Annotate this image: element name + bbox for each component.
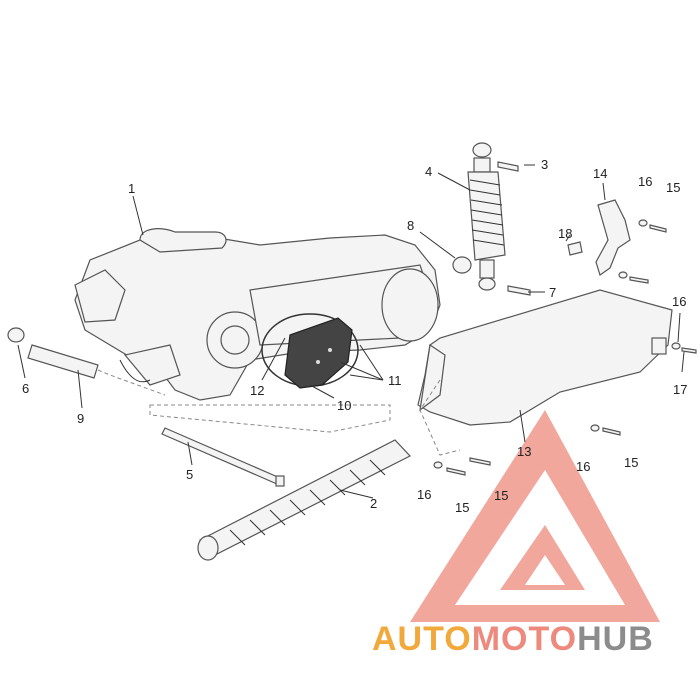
callout-8: 8: [407, 218, 414, 233]
watermark-moto: MOTO: [472, 620, 577, 658]
callout-7: 7: [549, 285, 556, 300]
watermark-triangle-center: [525, 555, 565, 585]
bolts-shock: [497, 161, 531, 296]
shock-absorber: [467, 142, 506, 291]
callout-4: 4: [425, 164, 432, 179]
callout-17: 17: [673, 382, 687, 397]
callout-16-bottom: 16: [417, 487, 431, 502]
callout-12: 12: [250, 383, 264, 398]
callout-16-mid: 16: [576, 459, 590, 474]
svg-text:AUTOMOTOHUB: AUTOMOTOHUB: [372, 620, 654, 658]
callout-16-right: 16: [672, 294, 686, 309]
callout-15-bottom-center: 15: [494, 488, 508, 503]
rubber-plug: [452, 256, 472, 274]
callout-15-bottom-left: 15: [455, 500, 469, 515]
callout-2: 2: [370, 496, 377, 511]
callout-9: 9: [77, 411, 84, 426]
watermark-hub: HUB: [577, 620, 654, 658]
leader-lines: [17, 164, 685, 499]
callout-6: 6: [22, 381, 29, 396]
callout-3: 3: [541, 157, 548, 172]
duct-hose: [197, 439, 411, 561]
assembly-lines: [97, 369, 391, 433]
swing-arm: [417, 289, 673, 456]
callout-14: 14: [593, 166, 607, 181]
watermark-auto: AUTO: [372, 620, 472, 658]
callout-16-top: 16: [638, 174, 652, 189]
engine-cover: [261, 313, 359, 389]
watermark-triangle-core: [500, 525, 585, 590]
long-bolt: [161, 427, 285, 487]
fasteners-right: [433, 219, 697, 476]
callout-13: 13: [517, 444, 531, 459]
callout-11: 11: [388, 373, 402, 388]
callout-labels: 1 2 3 4 5 6 7 8 9 10 11 12 13 14 15 15 1…: [22, 157, 687, 515]
watermark-logo: [410, 410, 660, 622]
callout-15-top: 15: [666, 180, 680, 195]
callout-18: 18: [558, 226, 572, 241]
callout-5: 5: [186, 467, 193, 482]
left-parts: [7, 327, 99, 379]
callout-1: 1: [128, 181, 135, 196]
watermark-text: AUTOMOTOHUB: [372, 620, 654, 658]
callout-10: 10: [337, 398, 351, 413]
callout-15-mid-right: 15: [624, 455, 638, 470]
bracket: [567, 199, 631, 276]
engine-assembly: [74, 228, 441, 401]
